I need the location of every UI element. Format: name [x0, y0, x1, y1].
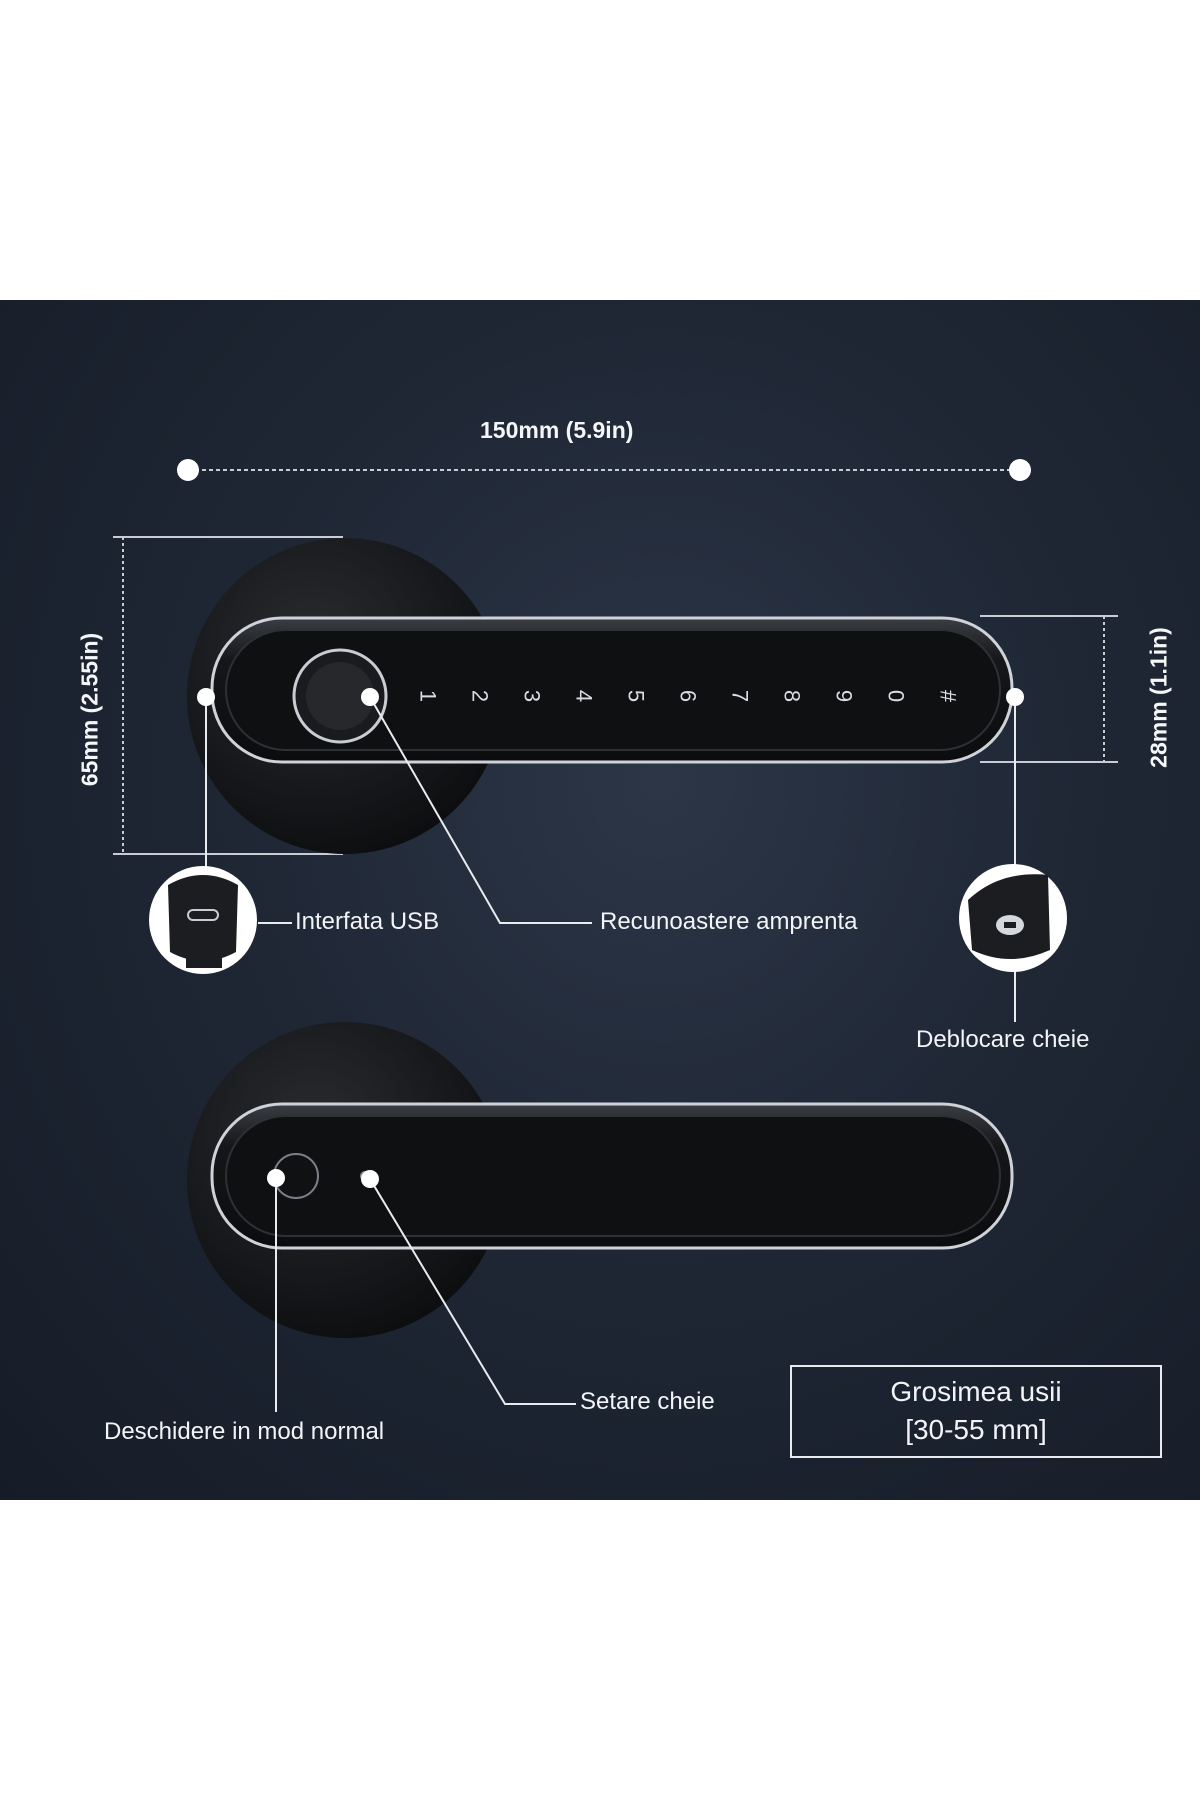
front-handle: 1 2 3 4 5 6 7 8 9 0 # [187, 538, 1014, 854]
keypad-key: 9 [832, 690, 857, 702]
width-dimension-line [177, 459, 1031, 481]
height-dimension-label: 65mm (2.55in) [76, 632, 103, 787]
usb-interface-label: Interfata USB [295, 908, 440, 935]
keypad-key: 6 [676, 690, 701, 702]
keyhole-icon [959, 864, 1067, 972]
width-dimension-label: 150mm (5.9in) [480, 417, 634, 443]
callout-points [197, 688, 1024, 1188]
keypad-key: 2 [468, 690, 493, 702]
leader-lines [205, 696, 1016, 1412]
normal-open-label: Deschidere in mod normal [104, 1418, 385, 1445]
keypad-key: # [936, 690, 961, 703]
keypad-key: 4 [572, 690, 597, 702]
key-setting-label: Setare cheie [580, 1388, 715, 1415]
keypad-key: 3 [520, 690, 545, 702]
keypad-key: 1 [416, 690, 441, 702]
door-thickness-box: Grosimea usii [30-55 mm] [790, 1365, 1162, 1458]
lock-diagram: 1 2 3 4 5 6 7 8 9 0 # [113, 459, 1118, 1412]
door-thickness-range: [30-55 mm] [905, 1414, 1047, 1445]
keypad-key: 5 [624, 690, 649, 702]
usb-port-icon [149, 866, 257, 974]
keypad: 1 2 3 4 5 6 7 8 9 0 # [416, 690, 961, 703]
fingerprint-label: Recunoastere amprenta [600, 908, 858, 935]
fingerprint-sensor [292, 648, 388, 744]
handle-height-dimension-line [980, 615, 1118, 763]
door-thickness-title: Grosimea usii [890, 1376, 1062, 1407]
height-dimension-line [113, 536, 343, 855]
back-handle [187, 1022, 1014, 1338]
handle-height-dimension-label: 28mm (1.1in) [1145, 627, 1172, 768]
product-diagram-panel: 1 2 3 4 5 6 7 8 9 0 # [0, 300, 1200, 1500]
keypad-key: 8 [780, 690, 805, 702]
keypad-key: 0 [884, 690, 909, 702]
keypad-key: 7 [728, 690, 753, 702]
key-unlock-label: Deblocare cheie [916, 1026, 1090, 1053]
